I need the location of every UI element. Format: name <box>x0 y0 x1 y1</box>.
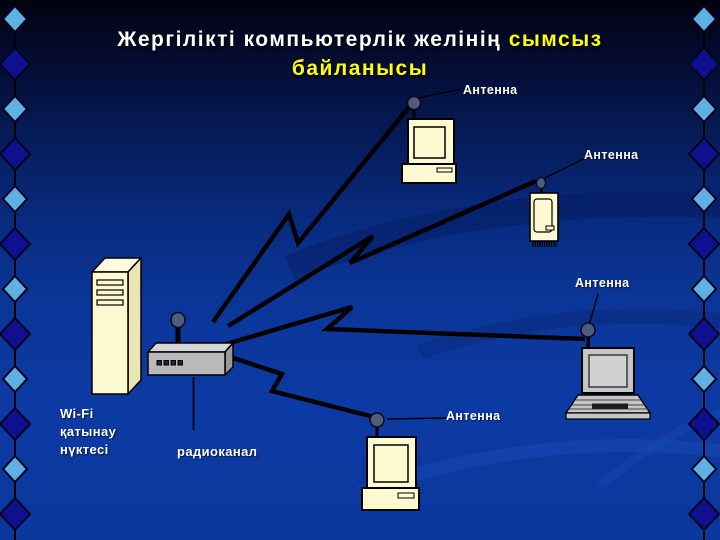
left-border-diamonds <box>0 0 32 540</box>
right-border-diamonds <box>687 0 720 540</box>
antenna-ball-icon <box>580 322 596 338</box>
callout-lines <box>192 88 599 430</box>
server-tower-icon <box>90 256 143 396</box>
radio-link-bolt-icon <box>211 104 586 421</box>
desktop-computer-icon-top <box>401 95 457 184</box>
antenna-ball-icon <box>406 95 422 111</box>
antenna-label-top: Антенна <box>463 83 518 97</box>
wifi-access-point-icon <box>146 311 235 377</box>
title-white-part: Жергілікті компьютерлік желінің <box>117 28 509 51</box>
antenna-label-bottom: Антенна <box>446 409 501 423</box>
antenna-label-middle-right: Антенна <box>575 276 630 290</box>
antenna-ball-icon <box>170 311 186 329</box>
title-yellow-part: сымсыз <box>508 28 603 51</box>
slide-title-line1: Жергілікті компьютерлік желінің сымсыз <box>36 25 684 54</box>
wifi-access-point-label: Wi-Fi қатынау нүктесі <box>60 405 116 459</box>
slide-title: Жергілікті компьютерлік желінің сымсыз б… <box>36 25 684 83</box>
antenna-label-right: Антенна <box>584 148 639 162</box>
antenna-ball-icon <box>535 176 547 190</box>
wifi-label-line1: Wi-Fi <box>60 406 94 421</box>
antenna-ball-icon <box>369 412 385 428</box>
radio-channel-label: радиоканал <box>177 444 258 459</box>
wifi-label-line3: нүктесі <box>60 442 109 457</box>
wifi-label-line2: қатынау <box>60 424 117 439</box>
desktop-computer-icon-bottom <box>361 412 420 511</box>
laptop-icon <box>564 322 652 420</box>
handheld-computer-icon <box>529 176 559 247</box>
slide-title-line2: байланысы <box>291 57 429 80</box>
